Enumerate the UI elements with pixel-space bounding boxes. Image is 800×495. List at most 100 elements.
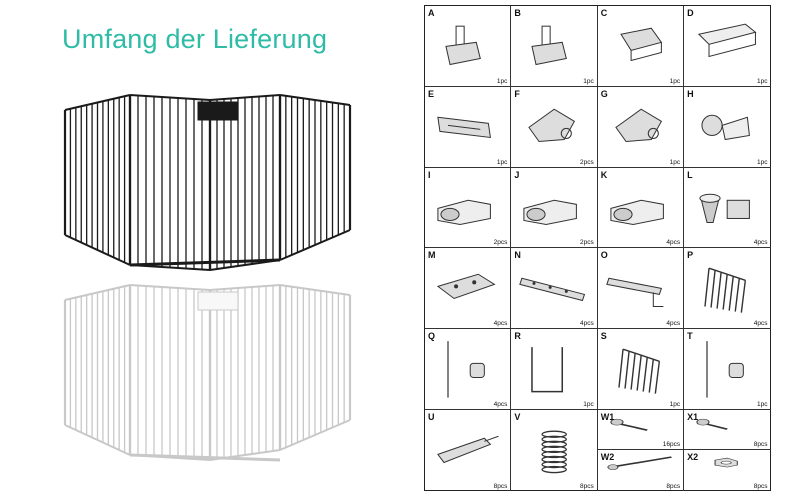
part-cell-d: D 1pc <box>684 6 771 87</box>
part-letter: J <box>514 169 520 180</box>
part-letter: P <box>687 250 694 261</box>
latch-box-icon <box>698 23 757 58</box>
page-title: Umfang der Lieferung <box>62 24 328 54</box>
part-letter: H <box>687 88 694 99</box>
part-quantity: 2pcs <box>580 158 594 166</box>
spring-icon <box>541 430 568 473</box>
part-quantity: 1pc <box>757 77 768 85</box>
strap-icon <box>519 277 586 302</box>
part-cell-b: B 1pc <box>511 6 598 87</box>
part-letter: V <box>514 411 521 422</box>
part-letter: W1 <box>600 411 615 422</box>
rod-cap-icon <box>447 341 485 398</box>
part-cell-i: I 2pcs <box>425 167 512 249</box>
part-letter: W2 <box>600 452 615 463</box>
part-letter: R <box>514 331 521 341</box>
part-letter: U <box>428 411 435 422</box>
part-cell-s: S 1pc <box>597 329 685 410</box>
panel-icon <box>618 348 660 394</box>
foot-icon <box>699 193 751 223</box>
connector-icon <box>437 199 491 225</box>
panel-icon <box>704 267 747 313</box>
part-letter: T <box>687 331 693 341</box>
part-cell-m: M 4pcs <box>425 248 512 329</box>
part-quantity: 2pcs <box>493 239 508 247</box>
part-quantity: 4pcs <box>666 320 681 327</box>
part-cell-p: P 4pcs <box>684 248 771 329</box>
part-cell-x1: X1 8pcs <box>684 410 771 451</box>
wall-anchor-icon <box>437 435 499 463</box>
part-cell-l: L 4pcs <box>684 168 771 249</box>
wall-plate-icon <box>436 273 496 300</box>
part-letter: N <box>514 250 521 261</box>
part-quantity: 8pcs <box>580 482 594 490</box>
part-letter: D <box>687 8 694 18</box>
part-quantity: 1pc <box>757 158 768 166</box>
post-cap-icon <box>445 25 481 66</box>
part-quantity: 4pcs <box>666 239 681 247</box>
bolt-icon <box>696 418 728 430</box>
part-quantity: 1pc <box>496 158 508 166</box>
long-screw-icon <box>607 456 672 471</box>
part-cell-f: F 2pcs <box>511 86 598 168</box>
latch-rail-icon <box>437 116 491 138</box>
part-letter: Q <box>428 331 436 341</box>
part-cell-a: A 1pc <box>425 6 512 87</box>
part-cell-v: V 8pcs <box>511 409 598 491</box>
part-cell-c: C 1pc <box>597 6 685 87</box>
part-quantity: 1pc <box>669 158 681 166</box>
connector-icon <box>523 199 578 225</box>
part-quantity: 1pc <box>669 400 681 408</box>
part-cell-n: N 4pcs <box>511 248 598 329</box>
connector-icon <box>610 199 664 225</box>
part-letter: X1 <box>687 411 699 422</box>
part-cell-r: R 1pc <box>511 329 598 410</box>
part-letter: E <box>428 88 435 99</box>
part-letter: L <box>687 169 693 180</box>
part-quantity: 4pcs <box>493 320 508 327</box>
fence-illustrations <box>63 94 352 462</box>
part-quantity: 8pcs <box>753 441 768 449</box>
part-quantity: 16pcs <box>662 441 681 449</box>
part-quantity: 1pc <box>583 77 594 85</box>
part-quantity: 2pcs <box>580 239 594 247</box>
hinge-bracket-icon <box>528 108 576 142</box>
part-quantity: 1pc <box>583 400 594 408</box>
part-letter: M <box>428 250 436 261</box>
part-cell-e: E 1pc <box>425 86 512 168</box>
part-quantity: 1pc <box>496 77 508 85</box>
part-quantity: 1pc <box>757 400 768 408</box>
rod-cap-icon <box>706 341 744 398</box>
part-quantity: 1pc <box>669 77 681 85</box>
part-cell-q: Q 4pcs <box>425 329 512 410</box>
latch-block-icon <box>619 27 662 62</box>
part-cell-t: T 1pc <box>684 329 771 410</box>
part-quantity: 4pcs <box>753 239 768 247</box>
part-letter: O <box>600 250 608 261</box>
part-quantity: 4pcs <box>493 400 508 408</box>
part-quantity: 8pcs <box>493 482 508 490</box>
part-cell-o: O 4pcs <box>597 248 685 329</box>
part-letter: B <box>514 8 521 18</box>
bracket-icon <box>605 277 664 308</box>
nut-icon <box>714 457 738 468</box>
part-letter: S <box>600 331 607 341</box>
part-quantity: 8pcs <box>753 482 768 490</box>
part-quantity: 4pcs <box>580 320 594 327</box>
hinge-bracket-icon <box>615 108 662 142</box>
black-fence-illustration <box>63 94 352 271</box>
screw-icon <box>610 418 648 431</box>
hinge-clamp-icon <box>701 114 751 140</box>
part-letter: F <box>514 88 520 99</box>
part-letter: C <box>600 8 608 18</box>
u-frame-icon <box>531 347 564 393</box>
part-cell-h: H 1pc <box>684 87 771 168</box>
part-letter: A <box>428 8 435 18</box>
part-quantity: 4pcs <box>753 320 768 327</box>
part-letter: I <box>428 169 431 180</box>
